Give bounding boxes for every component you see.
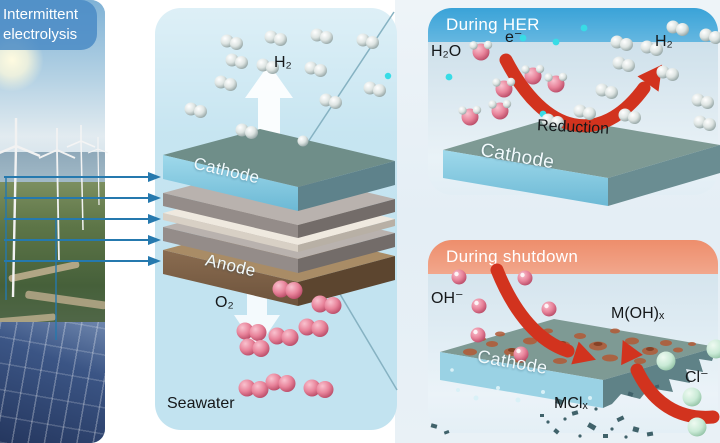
her-h2-label: H₂ bbox=[655, 33, 673, 50]
shutdown-header-label: During shutdown bbox=[446, 247, 579, 266]
solar-panels bbox=[0, 322, 105, 443]
h2-label: H₂ bbox=[274, 54, 292, 71]
photo-panel bbox=[0, 0, 105, 443]
her-header-label: During HER bbox=[446, 15, 540, 34]
hydroxide-label: OH⁻ bbox=[431, 290, 464, 307]
shutdown-panel-header: During shutdown bbox=[428, 240, 718, 274]
her-panel-header: During HER bbox=[428, 8, 718, 42]
chloride-label: Cl⁻ bbox=[685, 369, 709, 386]
electron-label: e⁻ bbox=[505, 29, 523, 46]
o2-label: O₂ bbox=[215, 294, 234, 311]
h2o-label: H₂O bbox=[431, 43, 462, 60]
metal-hydroxide-label: M(OH)ₓ bbox=[611, 305, 665, 322]
forest bbox=[0, 182, 105, 330]
metal-chloride-label: MClₓ bbox=[554, 395, 588, 412]
seawater-label: Seawater bbox=[167, 395, 235, 412]
reduction-label: Reduction bbox=[536, 117, 610, 138]
intermittent-electrolysis-label: Intermittent electrolysis bbox=[0, 0, 97, 50]
her-panel: During HER bbox=[428, 8, 718, 195]
